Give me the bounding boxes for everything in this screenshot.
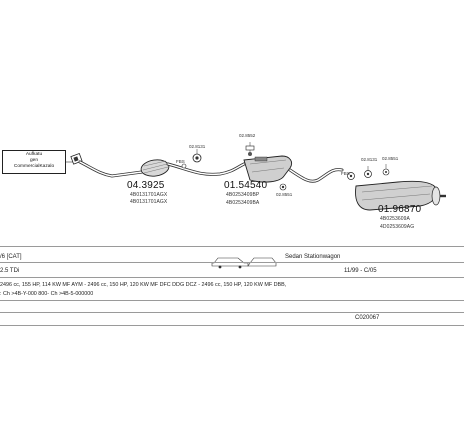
car-silhouette-icon bbox=[211, 257, 249, 269]
part-number-catalyst: 04.3925 bbox=[127, 180, 165, 191]
label-line-1: Aufkatu bbox=[25, 152, 43, 157]
divider-5 bbox=[0, 312, 464, 313]
fitting-label-5: 02.8551 bbox=[382, 156, 399, 161]
fitting-label-2: 02.8552 bbox=[239, 133, 256, 138]
fitting-label-4: 02.8131 bbox=[361, 157, 378, 162]
part-code-rear-1: 4B0253609A bbox=[380, 216, 410, 222]
vehicle-label-box: Aufkatu gen CommercialKazalo bbox=[2, 150, 66, 174]
pipe-label-2: FBS bbox=[341, 171, 350, 176]
part-number-middle-silencer: 01.54540 bbox=[224, 180, 268, 191]
divider-1 bbox=[0, 246, 464, 247]
engine-type: /6 [CAT] bbox=[0, 254, 22, 260]
hanger-rear-2 bbox=[382, 164, 390, 176]
part-code-middle-2: 4B0253409BA bbox=[226, 200, 260, 206]
body-type: Sedan Stationwagon bbox=[285, 254, 341, 260]
clamp-rear-1 bbox=[347, 172, 355, 180]
clamp-1 bbox=[192, 149, 202, 163]
intermediate-pipe-1 bbox=[166, 162, 246, 176]
fitting-pipe-marker-1 bbox=[181, 163, 187, 169]
hanger-lower bbox=[279, 183, 287, 191]
part-code-catalyst-1: 4B0131701AGX bbox=[130, 192, 168, 198]
middle-silencer bbox=[243, 155, 293, 183]
divider-3 bbox=[0, 277, 464, 278]
part-code-rear-2: 4D0253609AG bbox=[380, 224, 415, 230]
label-line-3: CommercialKazalo bbox=[13, 164, 55, 169]
label-line-2: gen bbox=[29, 158, 38, 163]
part-number-rear-silencer: 01.96870 bbox=[378, 204, 422, 215]
part-code-catalyst-2: 4B0131701AGX bbox=[130, 199, 168, 205]
rear-silencer bbox=[355, 180, 441, 211]
divider-2 bbox=[0, 262, 464, 263]
model: 2.5 TDi bbox=[0, 268, 20, 274]
fitting-label-3: 02.8551 bbox=[276, 192, 293, 197]
divider-4 bbox=[0, 300, 464, 301]
part-code-middle-1: 4B0253409BP bbox=[226, 192, 260, 198]
hanger-middle bbox=[245, 142, 255, 156]
date-range: 11/99 - C/05 bbox=[344, 268, 377, 274]
fitting-label-1: 02.8131 bbox=[189, 144, 206, 149]
pipe-label-1: FBS bbox=[176, 159, 185, 164]
engine-detail: 2496 cc, 155 HP, 114 KW MF AYM - 2496 cc… bbox=[0, 282, 287, 288]
chassis-range: : Ch >4B-Y-000 800- Ch >4B-5-000000 bbox=[0, 291, 94, 297]
hanger-rear-1 bbox=[364, 166, 372, 178]
catalytic-converter bbox=[140, 159, 170, 177]
catalog-code: C020067 bbox=[355, 315, 380, 321]
divider-6 bbox=[0, 325, 464, 326]
estate-silhouette-icon bbox=[247, 257, 277, 267]
